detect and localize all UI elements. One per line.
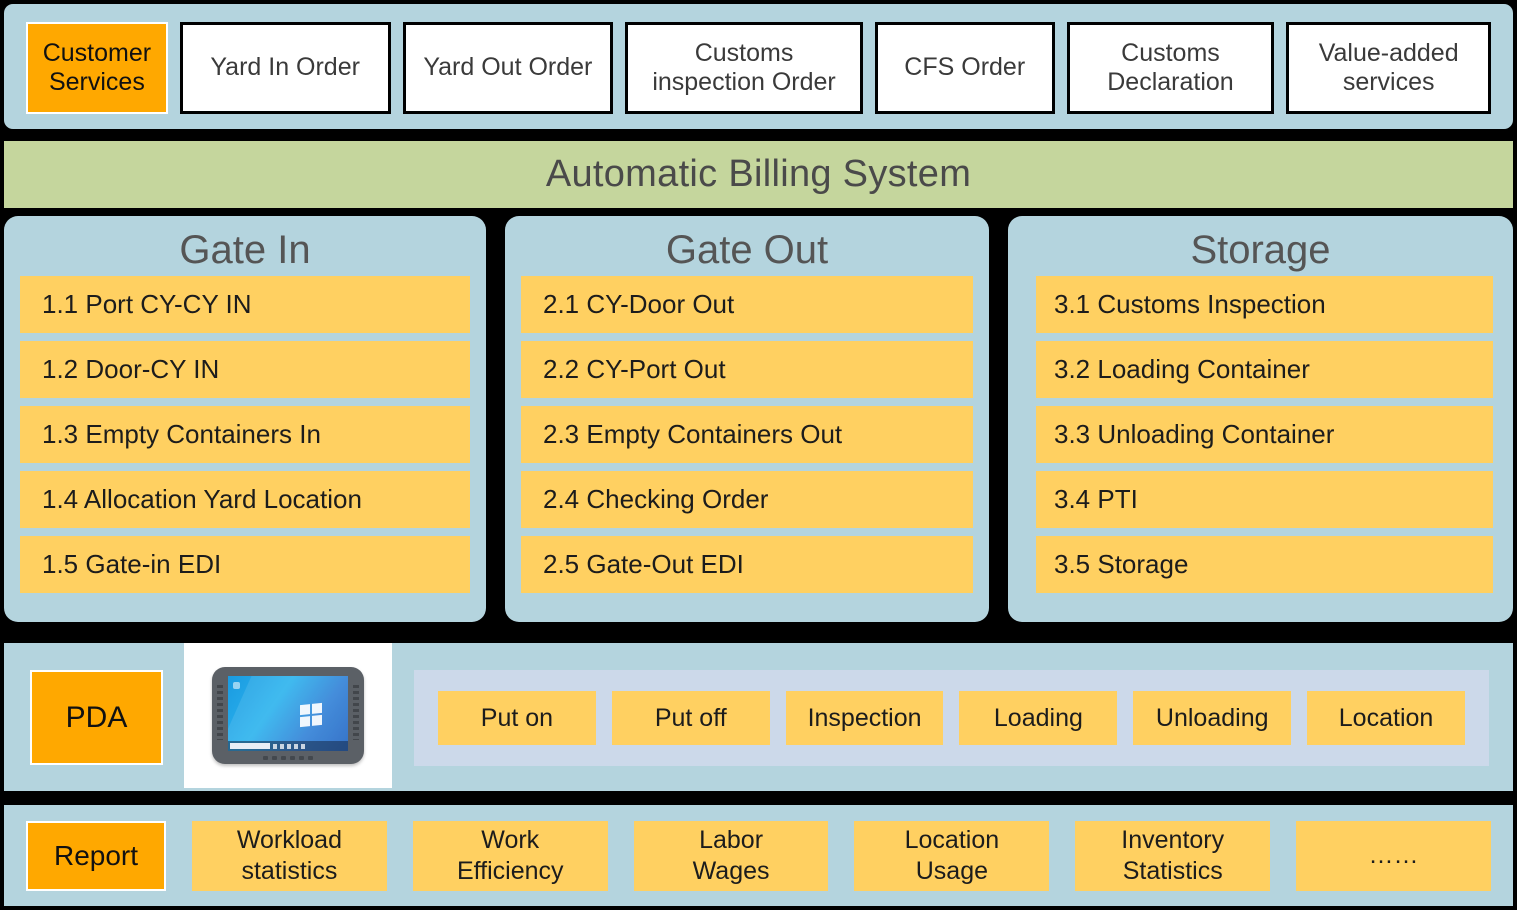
report-bar: Report Workload statistics Work Efficien… (4, 805, 1513, 906)
process-item[interactable]: 3.1 Customs Inspection (1036, 276, 1493, 333)
process-item[interactable]: 1.1 Port CY-CY IN (20, 276, 470, 333)
process-item[interactable]: 2.1 CY-Door Out (521, 276, 973, 333)
service-button-cfs-order[interactable]: CFS Order (874, 22, 1055, 114)
column-title-gate-out: Gate Out (665, 228, 829, 272)
column-title-gate-in: Gate In (179, 228, 311, 272)
pda-device-photo (184, 643, 392, 788)
pda-action-button[interactable]: Loading (959, 691, 1118, 745)
column-title-storage: Storage (1190, 228, 1331, 272)
process-item[interactable]: 1.4 Allocation Yard Location (20, 471, 470, 528)
report-button[interactable]: Workload statistics (192, 821, 387, 891)
process-item[interactable]: 2.2 CY-Port Out (521, 341, 973, 398)
pda-bar: PDA (4, 643, 1513, 791)
taskbar-app-icon (301, 743, 305, 749)
report-button[interactable]: Location Usage (854, 821, 1050, 891)
taskbar-app-icon (280, 743, 284, 749)
process-item[interactable]: 3.2 Loading Container (1036, 341, 1493, 398)
process-column-gate-out: Gate Out 2.1 CY-Door Out 2.2 CY-Port Out… (505, 216, 989, 622)
billing-system-title: Automatic Billing System (545, 153, 972, 195)
automatic-billing-system-banner: Automatic Billing System (4, 141, 1513, 208)
process-item[interactable]: 2.5 Gate-Out EDI (521, 536, 973, 593)
taskbar-app-icon (294, 743, 298, 749)
desktop-shortcut-icon (233, 682, 240, 689)
process-item[interactable]: 2.4 Checking Order (521, 471, 973, 528)
column-items-gate-out: 2.1 CY-Door Out 2.2 CY-Port Out 2.3 Empt… (505, 276, 989, 607)
process-columns: Gate In 1.1 Port CY-CY IN 1.2 Door-CY IN… (4, 216, 1513, 622)
pda-action-button[interactable]: Inspection (785, 691, 944, 745)
service-button-customs-declaration[interactable]: Customs Declaration (1066, 22, 1275, 114)
report-button[interactable]: Labor Wages (633, 821, 829, 891)
process-item[interactable]: 1.5 Gate-in EDI (20, 536, 470, 593)
service-button-value-added-services[interactable]: Value-added services (1286, 22, 1492, 114)
service-button-yard-out-order[interactable]: Yard Out Order (402, 22, 614, 114)
process-column-gate-in: Gate In 1.1 Port CY-CY IN 1.2 Door-CY IN… (4, 216, 486, 622)
report-chip-label[interactable]: Report (26, 821, 166, 891)
service-button-yard-in-order[interactable]: Yard In Order (179, 22, 391, 114)
service-button-customs-inspection-order[interactable]: Customs inspection Order (625, 22, 863, 114)
service-button-customer-services[interactable]: Customer Services (26, 22, 168, 114)
report-row: Report Workload statistics Work Efficien… (26, 821, 1491, 891)
tablet-taskbar (228, 741, 348, 751)
process-item[interactable]: 3.5 Storage (1036, 536, 1493, 593)
tablet-screen (228, 676, 348, 751)
windows-logo-icon (300, 702, 322, 728)
column-items-gate-in: 1.1 Port CY-CY IN 1.2 Door-CY IN 1.3 Emp… (4, 276, 486, 607)
report-button[interactable]: …… (1296, 821, 1491, 891)
tablet-button-row (246, 755, 330, 761)
process-column-storage: Storage 3.1 Customs Inspection 3.2 Loadi… (1008, 216, 1513, 622)
report-button[interactable]: Work Efficiency (412, 821, 608, 891)
rugged-tablet-icon (212, 667, 364, 764)
services-button-row: Customer Services Yard In Order Yard Out… (26, 22, 1492, 114)
customer-services-bar: Customer Services Yard In Order Yard Out… (4, 4, 1513, 129)
tablet-grip-right-icon (353, 685, 359, 740)
pda-action-button[interactable]: Unloading (1133, 691, 1292, 745)
pda-action-button[interactable]: Put off (611, 691, 770, 745)
pda-action-button[interactable]: Location (1307, 691, 1465, 745)
process-item[interactable]: 3.4 PTI (1036, 471, 1493, 528)
process-item[interactable]: 2.3 Empty Containers Out (521, 406, 973, 463)
process-item[interactable]: 3.3 Unloading Container (1036, 406, 1493, 463)
pda-actions-panel: Put on Put off Inspection Loading Unload… (414, 670, 1489, 766)
report-button[interactable]: Inventory Statistics (1075, 821, 1271, 891)
taskbar-app-icon (287, 743, 291, 749)
tablet-grip-left-icon (217, 685, 223, 740)
pda-chip-label[interactable]: PDA (30, 670, 163, 765)
process-item[interactable]: 1.3 Empty Containers In (20, 406, 470, 463)
taskbar-search-icon (230, 743, 270, 749)
taskbar-app-icon (273, 743, 277, 749)
column-items-storage: 3.1 Customs Inspection 3.2 Loading Conta… (1008, 276, 1513, 607)
process-item[interactable]: 1.2 Door-CY IN (20, 341, 470, 398)
pda-action-button[interactable]: Put on (438, 691, 596, 745)
